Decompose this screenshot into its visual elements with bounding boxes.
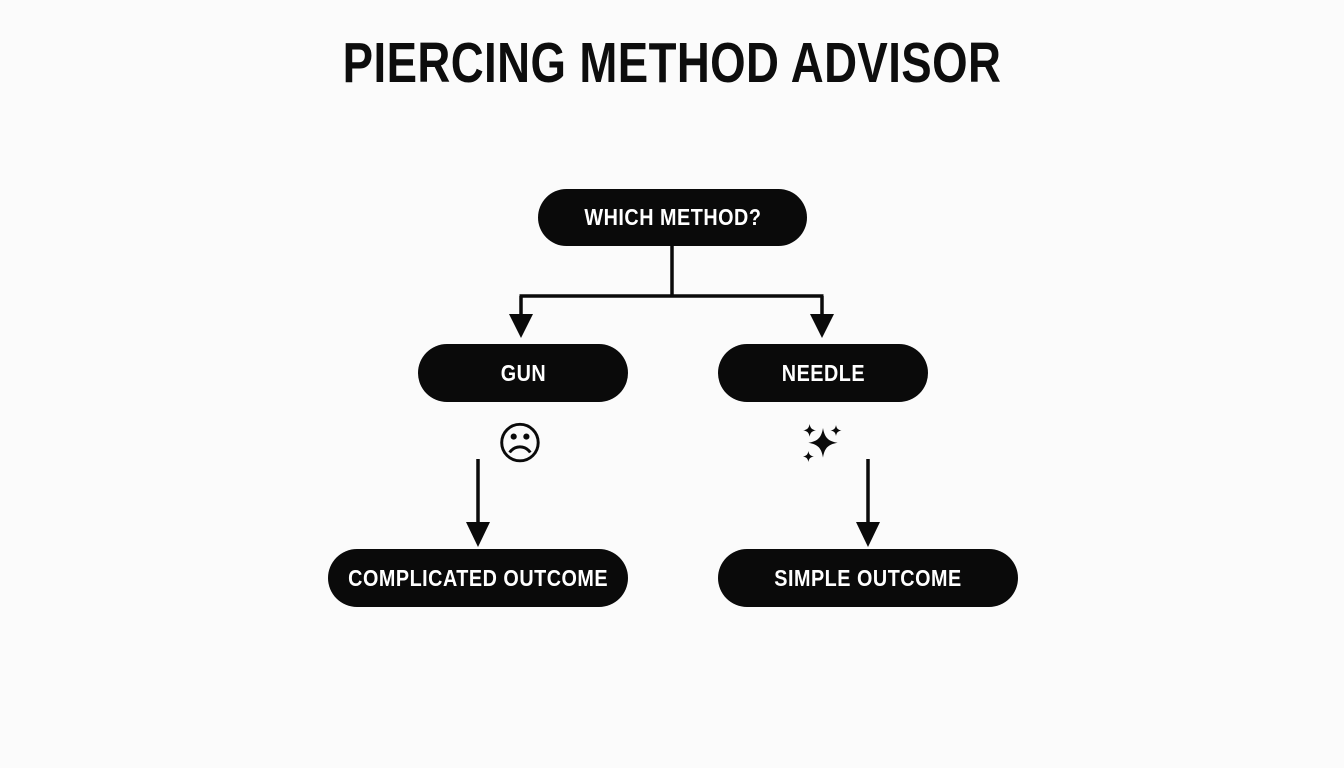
sparkles-glyph: [802, 424, 842, 462]
arrowhead-to-gun: [509, 314, 533, 338]
node-gun[interactable]: GUN: [418, 344, 628, 402]
node-which-method-label: WHICH METHOD?: [583, 204, 761, 230]
frowning-face-icon: ☹: [496, 418, 544, 469]
arrowhead-to-needle: [810, 314, 834, 338]
page-title: PIERCING METHOD ADVISOR: [342, 31, 1002, 95]
node-needle[interactable]: NEEDLE: [718, 344, 928, 402]
node-complicated-outcome[interactable]: COMPLICATED OUTCOME: [328, 549, 628, 607]
node-simple-outcome[interactable]: SIMPLE OUTCOME: [718, 549, 1018, 607]
node-complicated-outcome-label: COMPLICATED OUTCOME: [348, 564, 608, 591]
node-simple-outcome-label: SIMPLE OUTCOME: [774, 564, 962, 591]
node-which-method[interactable]: WHICH METHOD?: [538, 189, 807, 246]
sparkles-icon: [795, 420, 847, 472]
node-needle-label: NEEDLE: [781, 359, 865, 386]
arrowhead-to-complicated-outcome: [466, 522, 490, 547]
node-gun-label: GUN: [500, 359, 546, 386]
arrowhead-to-simple-outcome: [856, 522, 880, 547]
